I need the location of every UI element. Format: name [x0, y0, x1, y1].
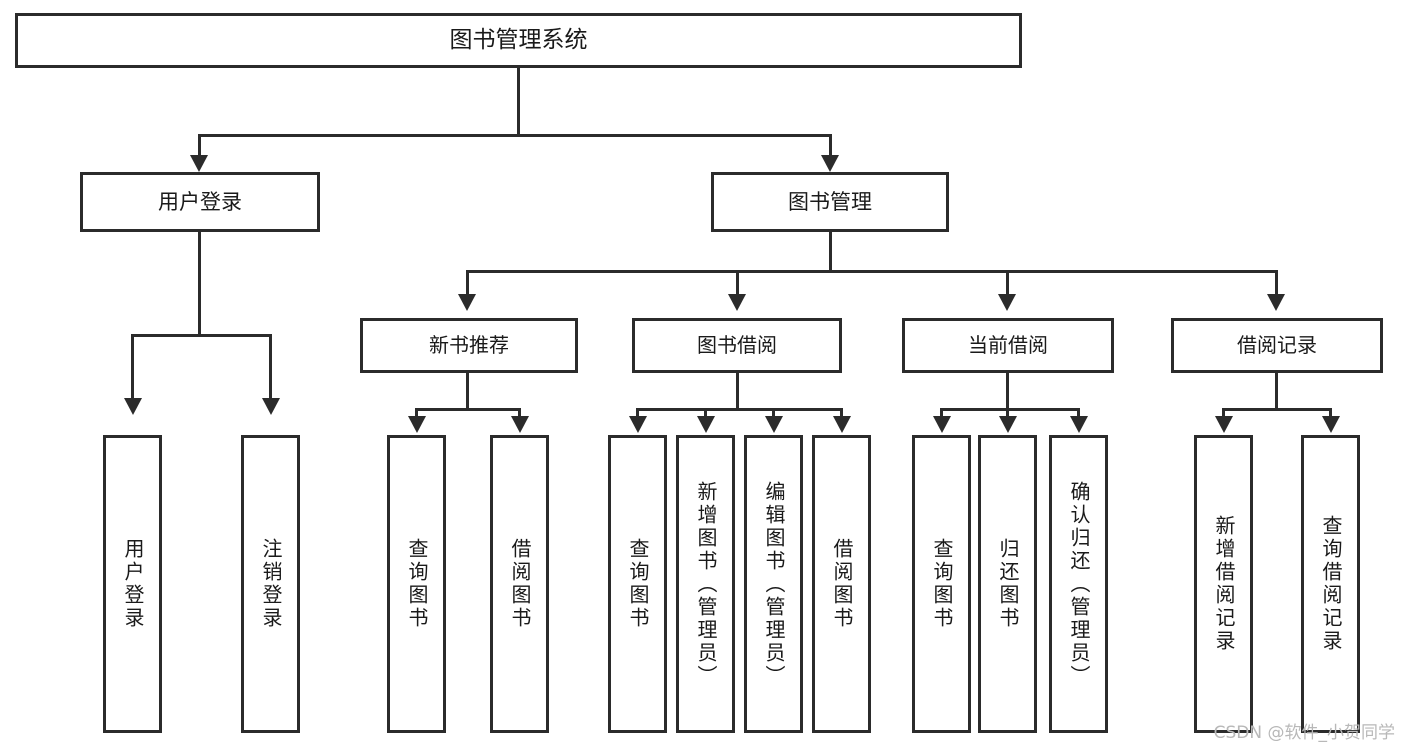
arrow-cb-leaf-1 — [933, 416, 951, 433]
connector-bookmanage-stem — [829, 232, 832, 272]
node-new-book-rec[interactable]: 新书推荐 — [360, 318, 578, 373]
arrow-bb-leaf-2 — [697, 416, 715, 433]
connector-nbr-bar — [415, 408, 521, 411]
leaf-nbr-borrow-book[interactable]: 借阅图书 — [490, 435, 549, 733]
connector-br-bar — [1222, 408, 1332, 411]
arrow-to-new-book-rec — [458, 294, 476, 311]
arrow-br-leaf-2 — [1322, 416, 1340, 433]
leaf-bb-add-book-label: 新增图书（管理员） — [694, 480, 718, 688]
leaf-bb-borrow-book[interactable]: 借阅图书 — [812, 435, 871, 733]
arrow-to-user-login — [190, 155, 208, 172]
node-user-login[interactable]: 用户登录 — [80, 172, 320, 232]
leaf-bb-add-book[interactable]: 新增图书（管理员） — [676, 435, 735, 733]
arrow-nbr-leaf-1 — [408, 416, 426, 433]
node-new-book-rec-label: 新书推荐 — [429, 333, 509, 357]
arrow-br-leaf-1 — [1215, 416, 1233, 433]
leaf-cb-confirm-return[interactable]: 确认归还（管理员） — [1049, 435, 1108, 733]
node-book-borrow[interactable]: 图书借阅 — [632, 318, 842, 373]
connector-cb-bar — [940, 408, 1080, 411]
connector-bm-drop-4 — [1275, 270, 1278, 298]
leaf-nbr-borrow-book-label: 借阅图书 — [508, 538, 532, 630]
leaf-bb-borrow-book-label: 借阅图书 — [830, 538, 854, 630]
arrow-bb-leaf-4 — [833, 416, 851, 433]
connector-userlogin-stem — [198, 232, 201, 336]
leaf-br-add-record-label: 新增借阅记录 — [1212, 515, 1236, 653]
arrow-to-book-borrow — [728, 294, 746, 311]
leaf-bb-edit-book[interactable]: 编辑图书（管理员） — [744, 435, 803, 733]
arrow-to-book-manage — [821, 155, 839, 172]
leaf-user-login[interactable]: 用户登录 — [103, 435, 162, 733]
leaf-user-login-label: 用户登录 — [121, 538, 145, 630]
connector-cb-drop-1 — [940, 408, 943, 420]
connector-bm-drop-2 — [736, 270, 739, 298]
connector-bb-stem — [736, 373, 739, 410]
leaf-cb-query-book[interactable]: 查询图书 — [912, 435, 971, 733]
leaf-br-query-record-label: 查询借阅记录 — [1319, 515, 1343, 653]
connector-br-drop-2 — [1329, 408, 1332, 420]
node-book-borrow-label: 图书借阅 — [697, 333, 777, 357]
node-user-login-label: 用户登录 — [158, 189, 242, 214]
leaf-bb-edit-book-label: 编辑图书（管理员） — [762, 480, 786, 688]
leaf-cb-query-book-label: 查询图书 — [930, 538, 954, 630]
connector-nbr-stem — [466, 373, 469, 410]
node-root[interactable]: 图书管理系统 — [15, 13, 1022, 68]
node-book-manage[interactable]: 图书管理 — [711, 172, 949, 232]
node-borrow-record-label: 借阅记录 — [1237, 333, 1317, 357]
leaf-cb-confirm-return-label: 确认归还（管理员） — [1067, 480, 1091, 688]
node-root-label: 图书管理系统 — [449, 26, 588, 53]
connector-br-drop-1 — [1222, 408, 1225, 420]
connector-root-bar — [198, 134, 832, 137]
arrow-to-current-borrow — [998, 294, 1016, 311]
connector-br-stem — [1275, 373, 1278, 410]
connector-bookmanage-bar — [466, 270, 1278, 273]
connector-bb-bar — [636, 408, 843, 411]
connector-bb-drop-3 — [772, 408, 775, 420]
connector-root-drop-right — [829, 134, 832, 159]
node-borrow-record[interactable]: 借阅记录 — [1171, 318, 1383, 373]
arrow-bb-leaf-3 — [765, 416, 783, 433]
leaf-cb-return-book[interactable]: 归还图书 — [978, 435, 1037, 733]
connector-userlogin-drop-1 — [131, 334, 134, 402]
leaf-cb-return-book-label: 归还图书 — [996, 538, 1020, 630]
watermark-text: CSDN @软件_小贺同学 — [1213, 723, 1395, 743]
leaf-nbr-query-book[interactable]: 查询图书 — [387, 435, 446, 733]
connector-cb-drop-3 — [1077, 408, 1080, 420]
connector-bb-drop-2 — [704, 408, 707, 420]
arrow-to-borrow-record — [1267, 294, 1285, 311]
leaf-nbr-query-book-label: 查询图书 — [405, 538, 429, 630]
connector-userlogin-drop-2 — [269, 334, 272, 402]
arrow-cb-leaf-2 — [999, 416, 1017, 433]
connector-root-drop-left — [198, 134, 201, 159]
node-current-borrow-label: 当前借阅 — [968, 333, 1048, 357]
leaf-bb-query-book-label: 查询图书 — [626, 538, 650, 630]
connector-cb-drop-2 — [1006, 408, 1009, 420]
connector-bb-drop-1 — [636, 408, 639, 420]
connector-nbr-drop-1 — [415, 408, 418, 420]
arrow-cb-leaf-3 — [1070, 416, 1088, 433]
connector-bm-drop-3 — [1006, 270, 1009, 298]
leaf-logout-label: 注销登录 — [259, 538, 283, 630]
leaf-br-query-record[interactable]: 查询借阅记录 — [1301, 435, 1360, 733]
connector-nbr-drop-2 — [518, 408, 521, 420]
arrow-userlogin-leaf-1 — [124, 398, 142, 415]
connector-bm-drop-1 — [466, 270, 469, 298]
leaf-logout[interactable]: 注销登录 — [241, 435, 300, 733]
arrow-nbr-leaf-2 — [511, 416, 529, 433]
connector-userlogin-bar — [131, 334, 272, 337]
arrow-bb-leaf-1 — [629, 416, 647, 433]
connector-root-stem — [517, 68, 520, 135]
leaf-br-add-record[interactable]: 新增借阅记录 — [1194, 435, 1253, 733]
node-book-manage-label: 图书管理 — [788, 189, 872, 214]
node-current-borrow[interactable]: 当前借阅 — [902, 318, 1114, 373]
connector-bb-drop-4 — [840, 408, 843, 420]
leaf-bb-query-book[interactable]: 查询图书 — [608, 435, 667, 733]
arrow-userlogin-leaf-2 — [262, 398, 280, 415]
connector-cb-stem — [1006, 373, 1009, 410]
